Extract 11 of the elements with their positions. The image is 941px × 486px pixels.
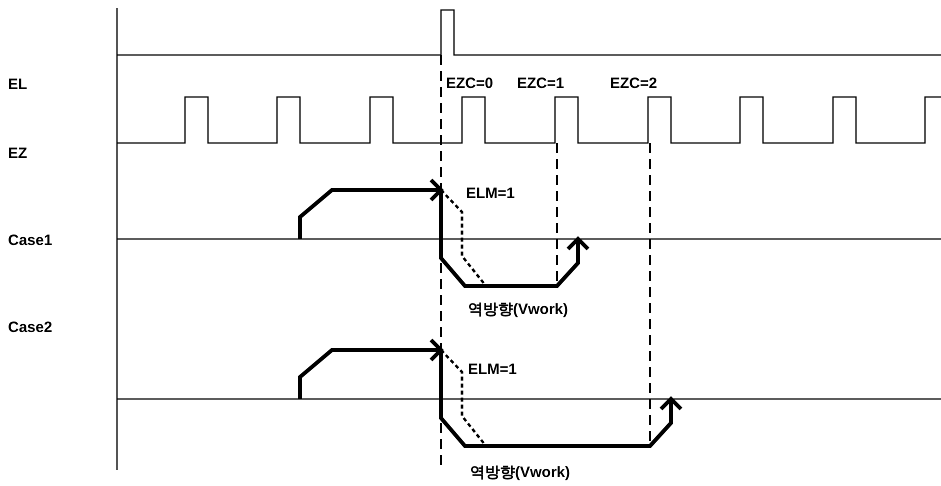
signal-label: EZC=2 [610,76,658,91]
signal-label: 역방향(Vwork) [470,465,570,480]
signal-label: EZC=0 [446,76,494,91]
signal-label: EZ [8,146,28,161]
signal-label: EZC=1 [517,76,564,91]
signal-label: 역방향(Vwork) [468,302,568,317]
signal-label: Case2 [8,320,52,335]
signal-label: ELM=1 [466,186,515,201]
signal-label: Case1 [8,233,52,248]
signal-label: EL [8,77,28,92]
signal-label: ELM=1 [468,362,517,377]
